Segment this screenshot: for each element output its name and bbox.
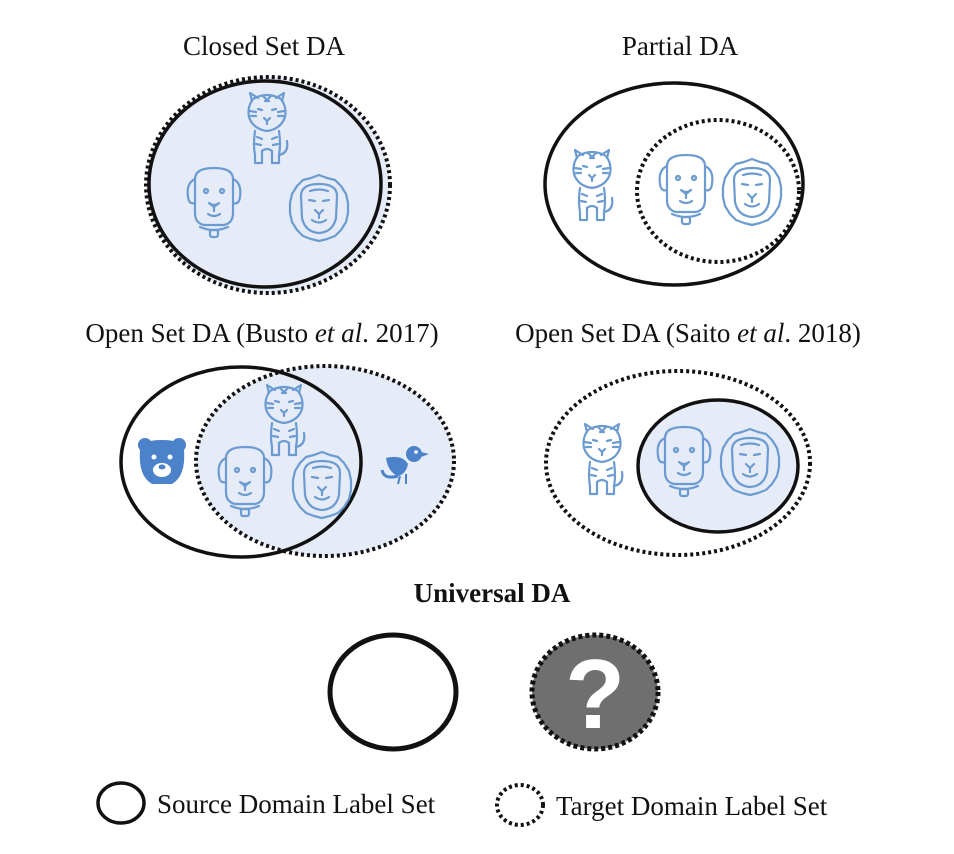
busto-title-italic: et al — [314, 318, 363, 348]
universal-target-ellipse — [529, 632, 661, 752]
open-set-busto-panel — [119, 364, 456, 559]
lion-icon — [721, 157, 783, 227]
partial-title: Partial DA — [621, 31, 739, 61]
legend-source-label: Source Domain Label Set — [157, 789, 436, 819]
legend-target-label: Target Domain Label Set — [556, 791, 828, 821]
closed-set-title: Closed Set DA — [183, 31, 345, 61]
closed-set-source-ellipse — [147, 79, 383, 289]
saito-title-italic: et al — [737, 318, 785, 348]
busto-title-prefix: Open Set DA (Busto — [85, 318, 315, 348]
legend — [96, 781, 545, 827]
busto-source-ellipse — [119, 365, 363, 559]
tiger-icon — [582, 422, 624, 496]
open-set-saito-panel — [544, 369, 812, 557]
universal-source-ellipse — [327, 632, 459, 752]
legend-source-swatch — [96, 781, 146, 825]
saito-title-suffix: . 2018) — [784, 318, 861, 348]
open-set-saito-title: Open Set DA (Saito et al. 2018) — [515, 320, 861, 347]
saito-title-prefix: Open Set DA (Saito — [515, 318, 738, 348]
partial-panel — [543, 81, 805, 287]
partial-source-ellipse — [543, 81, 805, 287]
universal-panel: ? — [327, 632, 661, 752]
unknown-question-mark-icon: ? — [565, 639, 625, 749]
busto-target-ellipse — [194, 364, 456, 558]
closed-set-panel — [144, 75, 392, 295]
universal-title: Universal DA — [413, 578, 571, 608]
saito-target-ellipse — [544, 369, 812, 557]
dog-icon — [658, 153, 714, 226]
bear-icon — [138, 438, 186, 484]
tiger-icon — [572, 148, 614, 222]
partial-target-ellipse — [635, 118, 801, 264]
saito-source-ellipse — [636, 398, 800, 534]
legend-target-swatch — [495, 783, 545, 827]
open-set-busto-title: Open Set DA (Busto et al. 2017) — [85, 320, 438, 347]
busto-title-suffix: . 2017) — [362, 318, 439, 348]
